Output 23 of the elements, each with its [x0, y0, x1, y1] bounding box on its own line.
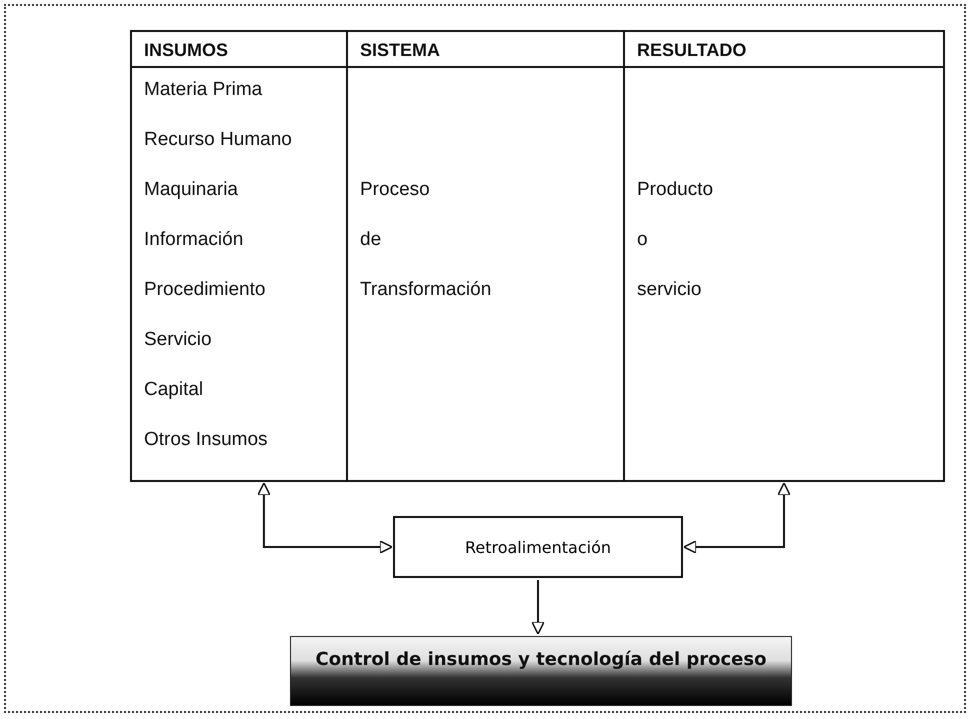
- arrow: [257, 482, 393, 554]
- column-text: Proceso de Transformación: [360, 178, 492, 302]
- column-header: RESULTADO: [625, 32, 943, 68]
- arrow: [683, 482, 791, 554]
- column-text: Capital: [144, 378, 204, 402]
- column-text: Servicio: [144, 328, 212, 352]
- column-text: Información: [144, 228, 244, 252]
- column-text: Recurso Humano: [144, 128, 292, 152]
- column-text: Producto o servicio: [637, 178, 714, 302]
- column-text: Procedimiento: [144, 278, 266, 302]
- column-text: Materia Prima: [144, 78, 262, 102]
- table-column: [346, 30, 623, 482]
- banner-label: Control de insumos y tecnología del proceso: [316, 649, 766, 670]
- banner-box: [290, 636, 792, 706]
- column-header: INSUMOS: [132, 32, 346, 68]
- column-text: Otros Insumos: [144, 428, 268, 452]
- box-label: Retroalimentación: [464, 538, 612, 556]
- column-text: Maquinaria: [144, 178, 238, 202]
- arrow: [531, 580, 545, 635]
- table-column: [130, 30, 346, 482]
- process-box: [393, 516, 683, 578]
- column-header: SISTEMA: [348, 32, 623, 68]
- table-column: [623, 30, 945, 482]
